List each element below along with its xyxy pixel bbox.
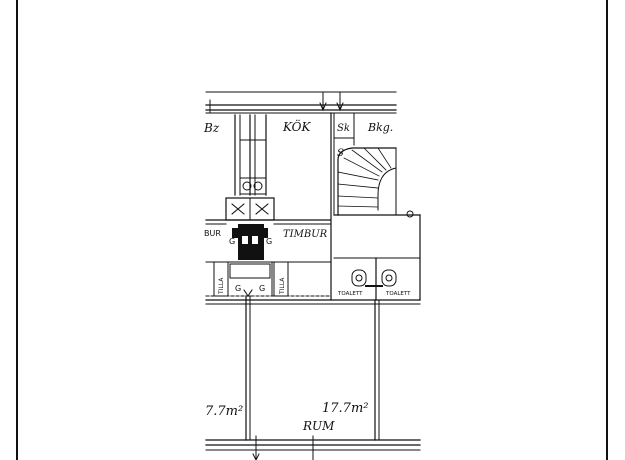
label-bz: Bz [203, 121, 220, 135]
label-tilla-2: TILLA [279, 277, 286, 295]
center-wall [330, 112, 355, 301]
label-g3: G [235, 284, 241, 293]
label-stair-s: S [337, 148, 344, 159]
label-bur: BUR [204, 229, 221, 238]
label-tilla-1: TILLA [218, 277, 225, 295]
label-g4: G [259, 284, 265, 293]
label-rum: RUM [302, 419, 335, 433]
stair [337, 147, 397, 216]
label-kok: KÖK [282, 118, 311, 134]
label-sk: Sk [337, 123, 350, 134]
label-toalett-2: TOALETT [385, 291, 411, 297]
toilets [351, 257, 397, 301]
label-area-left: 7.7m² [205, 404, 243, 419]
label-timbur: TIMBUR [283, 229, 328, 240]
page-frame [16, 0, 608, 460]
lower-hall-wall [205, 289, 421, 441]
label-area-right: 17.7m² [322, 401, 368, 416]
kitchen-cabinets [234, 114, 267, 196]
top-exterior-wall [205, 91, 397, 114]
closets [213, 261, 289, 297]
label-g1: G [229, 237, 235, 246]
hall-landing [333, 210, 421, 301]
bottom-exterior-wall [205, 435, 421, 460]
chimney-block [225, 197, 275, 260]
label-bkg: Bkg. [367, 121, 393, 134]
label-g2: G [266, 237, 272, 246]
label-toalett-1: TOALETT [337, 291, 363, 297]
